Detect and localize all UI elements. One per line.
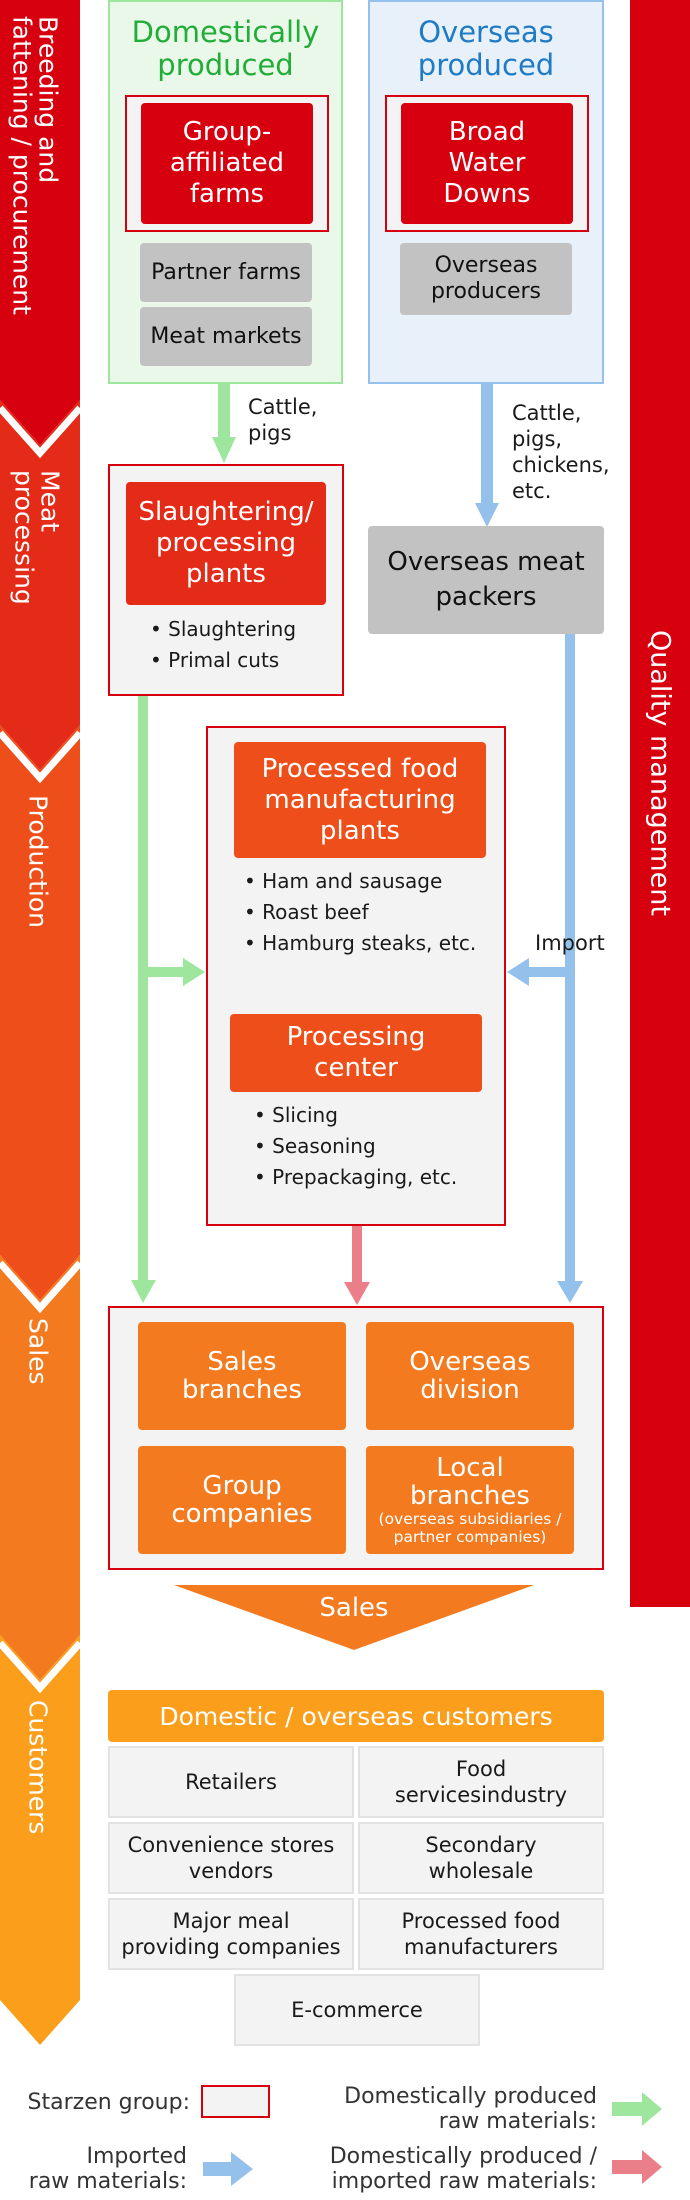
- group-frame: Group- affiliated farms: [125, 95, 329, 232]
- group-frame: Broad Water Downs: [385, 95, 589, 232]
- customers-header: Domestic / overseas customers: [108, 1690, 604, 1742]
- bullet-item: Roast beef: [244, 897, 476, 928]
- sales-tile-title: Group companies: [171, 1471, 313, 1529]
- local-branches-tile: Local branches (overseas subsidiaries / …: [366, 1446, 574, 1554]
- bullet-item: Seasoning: [254, 1131, 457, 1162]
- blue-arrow-shaft: [481, 383, 493, 503]
- stage-separator: [0, 1640, 80, 1694]
- sales-branches-tile: Sales branches: [138, 1322, 346, 1430]
- quality-management-bar: Quality management: [630, 0, 690, 1607]
- sales-tile-title: Local branches: [410, 1453, 530, 1511]
- green-arrow-head: [183, 958, 205, 986]
- stage-separator: [0, 730, 80, 784]
- legend-blue-arrow-icon: [203, 2152, 253, 2186]
- customer-cell-retailers: Retailers: [108, 1746, 354, 1818]
- sales-arrow-shape: [174, 1585, 534, 1650]
- legend-pink-arrow-icon: [612, 2150, 662, 2184]
- bullet-item: Prepackaging, etc.: [254, 1162, 457, 1193]
- processing-center-tile: Processing center: [230, 1014, 482, 1092]
- broad-water-downs-tile: Broad Water Downs: [401, 103, 573, 224]
- bullet-item: Slaughtering: [150, 614, 296, 645]
- plants-bullets: Ham and sausage Roast beef Hamburg steak…: [244, 866, 476, 959]
- legend-arrow-shape: [612, 2150, 662, 2184]
- sales-arrow: [174, 1585, 534, 1650]
- stage-label-meat-processing: Meat processing: [9, 470, 65, 605]
- stage-shape-production: [0, 725, 80, 1300]
- legend-domestic-label: Domestically produced raw materials:: [344, 2084, 597, 2134]
- stage-bar: [0, 0, 80, 2045]
- legend: Starzen group: Domestically produced raw…: [0, 2080, 690, 2200]
- sales-box: Sales branches Overseas division Group c…: [108, 1306, 604, 1570]
- domestic-source-box: Domestically produced Group- affiliated …: [108, 0, 343, 384]
- customer-cell-food-services: Food servicesindustry: [358, 1746, 604, 1818]
- blue-arrow-shaft: [528, 967, 570, 977]
- green-arrow-head: [212, 437, 236, 463]
- group-companies-tile: Group companies: [138, 1446, 346, 1554]
- stage-shape-customers: [0, 1635, 80, 2045]
- slaughtering-box: Slaughtering/ processing plants Slaughte…: [108, 464, 344, 696]
- overseas-division-tile: Overseas division: [366, 1322, 574, 1430]
- group-affiliated-farms-tile: Group- affiliated farms: [141, 103, 313, 224]
- stage-label-sales: Sales: [23, 1318, 53, 1385]
- green-arrow-head: [131, 1280, 156, 1303]
- blue-arrow-shaft: [565, 633, 575, 1283]
- customer-cell-meal-providers: Major meal providing companies: [108, 1898, 354, 1970]
- bullet-item: Primal cuts: [150, 645, 296, 676]
- overseas-meat-packers-tile: Overseas meat packers: [368, 526, 604, 634]
- meat-markets-tile: Meat markets: [140, 307, 312, 366]
- processed-food-plants-tile: Processed food manufacturing plants: [234, 742, 486, 858]
- overseas-flow-label: Cattle, pigs, chickens, etc.: [512, 401, 610, 503]
- bullet-item: Ham and sausage: [244, 866, 476, 897]
- legend-green-arrow-icon: [612, 2092, 662, 2126]
- customer-cell-convenience-stores: Convenience stores vendors: [108, 1822, 354, 1894]
- legend-imported-label: Imported raw materials:: [28, 2144, 187, 2194]
- legend-mixed-label: Domestically produced / imported raw mat…: [329, 2144, 597, 2194]
- pink-arrow-head: [344, 1282, 370, 1305]
- blue-arrow-head: [475, 503, 499, 527]
- customer-cell-ecommerce: E-commerce: [234, 1974, 480, 2046]
- bullet-item: Hamburg steaks, etc.: [244, 928, 476, 959]
- quality-management-label: Quality management: [644, 630, 676, 916]
- partner-farms-tile: Partner farms: [140, 243, 312, 302]
- slaughtering-bullets: Slaughtering Primal cuts: [150, 614, 296, 676]
- domestic-source-title: Domestically produced: [131, 15, 320, 82]
- blue-arrow-head: [507, 958, 529, 986]
- stage-label-production: Production: [23, 795, 53, 929]
- sales-arrow-label: Sales: [319, 1593, 389, 1623]
- green-arrow-shaft: [218, 383, 230, 438]
- overseas-source-title: Overseas produced: [417, 15, 555, 82]
- legend-group-swatch: [201, 2085, 270, 2118]
- stage-separator: [0, 405, 80, 459]
- import-label: Import: [535, 931, 605, 955]
- blue-arrow-head: [557, 1281, 583, 1303]
- pink-arrow-shaft: [352, 1226, 362, 1282]
- stage-shape-breeding: [0, 0, 80, 445]
- stage-shape-sales: [0, 1255, 80, 1680]
- green-arrow-shaft: [138, 695, 148, 1280]
- stage-separator: [0, 1260, 80, 1314]
- legend-arrow-shape: [612, 2092, 662, 2126]
- center-bullets: Slicing Seasoning Prepackaging, etc.: [254, 1100, 457, 1193]
- stage-label-customers: Customers: [23, 1700, 53, 1835]
- customer-cell-secondary-wholesale: Secondary wholesale: [358, 1822, 604, 1894]
- production-box: Processed food manufacturing plants Ham …: [206, 726, 506, 1226]
- stage-label-breeding: Breeding and fattening / procurement: [7, 16, 63, 315]
- overseas-producers-tile: Overseas producers: [400, 243, 572, 315]
- green-arrow-shaft: [143, 967, 185, 977]
- customer-cell-processed-food-manufacturers: Processed food manufacturers: [358, 1898, 604, 1970]
- stage-shape-procurement: [0, 400, 80, 770]
- sales-tile-title: Overseas division: [409, 1347, 531, 1405]
- overseas-source-box: Overseas produced Broad Water Downs Over…: [368, 0, 604, 384]
- sales-tile-subtitle: (overseas subsidiaries / partner compani…: [378, 1510, 562, 1546]
- legend-arrow-shape: [203, 2152, 253, 2186]
- sales-tile-title: Sales branches: [182, 1347, 302, 1405]
- legend-group-label: Starzen group:: [27, 2090, 190, 2115]
- domestic-flow-label: Cattle, pigs: [248, 395, 318, 445]
- slaughtering-plants-tile: Slaughtering/ processing plants: [126, 482, 326, 605]
- bullet-item: Slicing: [254, 1100, 457, 1131]
